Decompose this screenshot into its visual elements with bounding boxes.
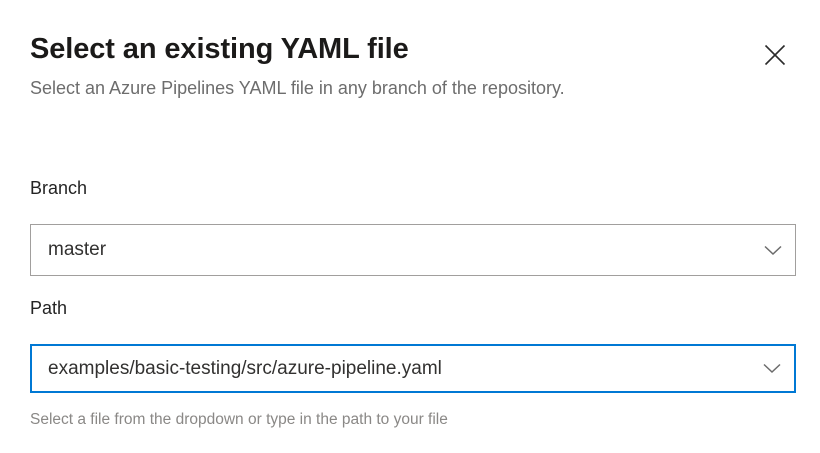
chevron-down-icon — [763, 363, 781, 374]
branch-input-value[interactable]: master — [48, 239, 107, 260]
branch-combobox[interactable]: master — [30, 224, 796, 276]
path-input-value[interactable]: examples/basic-testing/src/azure-pipelin… — [48, 357, 442, 379]
close-icon — [762, 42, 788, 68]
dialog-subtitle: Select an Azure Pipelines YAML file in a… — [30, 78, 565, 98]
chevron-down-icon — [764, 245, 782, 256]
path-dropdown-toggle[interactable] — [750, 363, 794, 374]
path-hint-text: Select a file from the dropdown or type … — [30, 411, 448, 428]
path-label: Path — [30, 298, 68, 318]
path-combobox[interactable]: examples/basic-testing/src/azure-pipelin… — [30, 344, 796, 393]
branch-field-group: Branch master — [30, 176, 796, 276]
page-title: Select an existing YAML file — [30, 33, 409, 65]
branch-dropdown-toggle[interactable] — [751, 245, 795, 256]
dialog-header: Select an existing YAML file Select an A… — [30, 30, 770, 104]
close-button[interactable] — [757, 37, 793, 73]
branch-label: Branch — [30, 178, 88, 198]
path-field-group: Path examples/basic-testing/src/azure-pi… — [30, 296, 796, 393]
